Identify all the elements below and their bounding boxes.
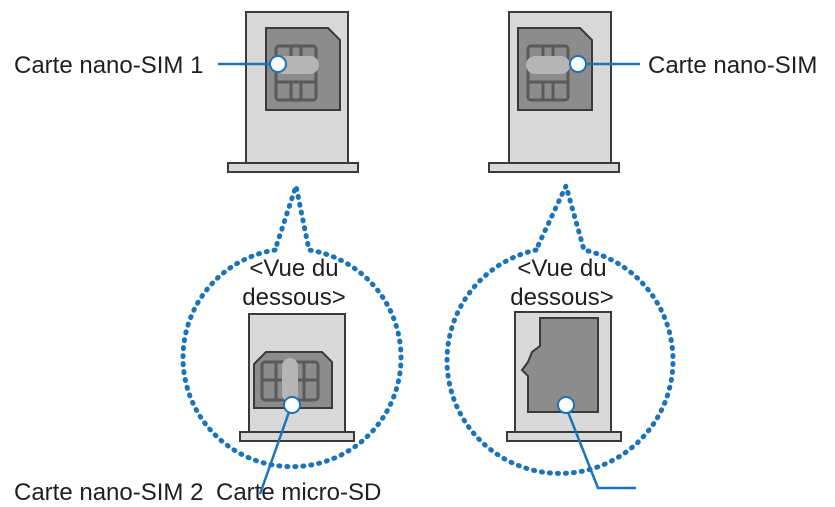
micro-sd-card bbox=[520, 317, 599, 413]
right-view-label-line2: dessous> bbox=[510, 284, 613, 311]
right-top-tray bbox=[488, 11, 640, 173]
left-zoom-callout bbox=[180, 176, 404, 470]
right-bottom-tray bbox=[506, 311, 636, 490]
left-top-tray bbox=[218, 11, 359, 173]
right-view-label-line1: <Vue du bbox=[517, 255, 606, 282]
label-nano-sim-1: Carte nano-SIM 1 bbox=[14, 52, 203, 79]
label-nano-sim-2: Carte nano-SIM 2 bbox=[14, 479, 203, 506]
left-view-label-line2: dessous> bbox=[242, 284, 345, 311]
label-micro-sd: Carte micro-SD bbox=[216, 479, 381, 506]
nano-sim-2-card bbox=[253, 351, 333, 409]
nano-sim-card bbox=[517, 27, 593, 111]
right-zoom-callout bbox=[444, 178, 676, 476]
nano-sim-1-card bbox=[265, 27, 341, 111]
left-view-label-line1: <Vue du bbox=[249, 255, 338, 282]
label-nano-sim: Carte nano-SIM bbox=[648, 52, 817, 79]
left-bottom-tray bbox=[239, 313, 355, 495]
